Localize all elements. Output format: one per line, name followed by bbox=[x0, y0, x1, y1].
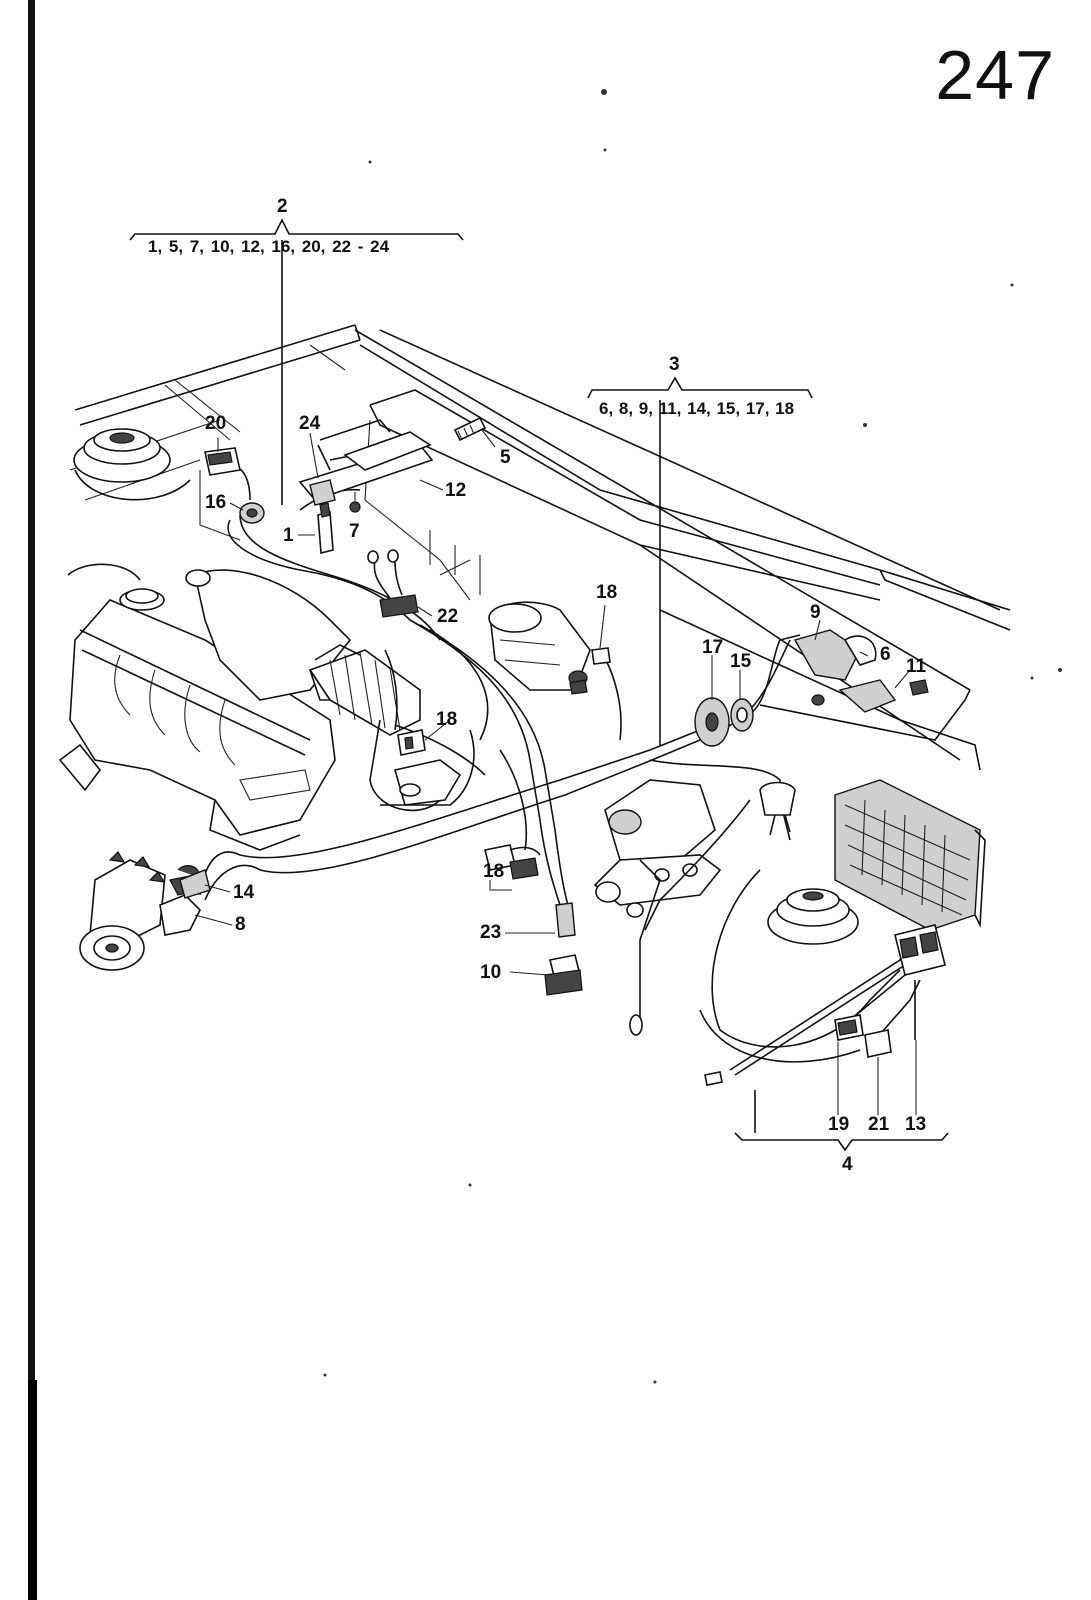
callout-18-b: 18 bbox=[436, 709, 458, 730]
distributor bbox=[79, 851, 201, 971]
strut-mount-left bbox=[73, 428, 191, 501]
scan-specks bbox=[323, 89, 1062, 1384]
callout-20: 20 bbox=[205, 413, 227, 434]
callout-18-c: 18 bbox=[483, 861, 505, 882]
strut-mount-right bbox=[699, 869, 901, 1063]
ignition-coil bbox=[488, 601, 591, 691]
brake-master-cylinder bbox=[593, 779, 722, 918]
callout-14: 14 bbox=[233, 882, 255, 903]
callout-1: 1 bbox=[283, 525, 294, 546]
group-label-4: 4 bbox=[842, 1154, 853, 1175]
callout-16: 16 bbox=[205, 492, 227, 513]
group-label-2: 2 bbox=[277, 196, 288, 217]
callout-17: 17 bbox=[702, 637, 724, 658]
leader-lines bbox=[194, 429, 917, 1115]
callout-6: 6 bbox=[880, 644, 891, 665]
page-number: 247 bbox=[935, 36, 1055, 114]
callout-9: 9 bbox=[810, 602, 821, 623]
callout-11: 11 bbox=[906, 656, 927, 677]
callout-19: 19 bbox=[828, 1114, 850, 1135]
group-label-3: 3 bbox=[669, 354, 680, 375]
fuse-relay-box bbox=[834, 779, 986, 931]
engine-block bbox=[58, 563, 486, 851]
callout-5: 5 bbox=[500, 447, 511, 468]
callout-12: 12 bbox=[445, 480, 467, 501]
wiring-harness bbox=[199, 454, 921, 1076]
callout-22: 22 bbox=[437, 606, 459, 627]
binder-edge bbox=[28, 0, 35, 1600]
binder-edge-shadow bbox=[28, 1380, 37, 1600]
callout-8: 8 bbox=[235, 914, 246, 935]
callout-23: 23 bbox=[480, 922, 502, 943]
group-brackets bbox=[129, 218, 949, 1152]
callout-21: 21 bbox=[868, 1114, 890, 1135]
group-contents-2: 1, 5, 7, 10, 12, 16, 20, 22 - 24 bbox=[148, 237, 390, 256]
callout-10: 10 bbox=[480, 962, 502, 983]
group-contents-3: 6, 8, 9, 11, 14, 15, 17, 18 bbox=[599, 399, 795, 418]
callout-7: 7 bbox=[349, 521, 360, 542]
callout-24: 24 bbox=[299, 413, 321, 434]
callout-13: 13 bbox=[905, 1114, 927, 1135]
callout-18-a: 18 bbox=[596, 582, 618, 603]
body-panel-lines bbox=[69, 324, 1011, 771]
callout-15: 15 bbox=[730, 651, 752, 672]
harness-components bbox=[179, 416, 946, 1086]
